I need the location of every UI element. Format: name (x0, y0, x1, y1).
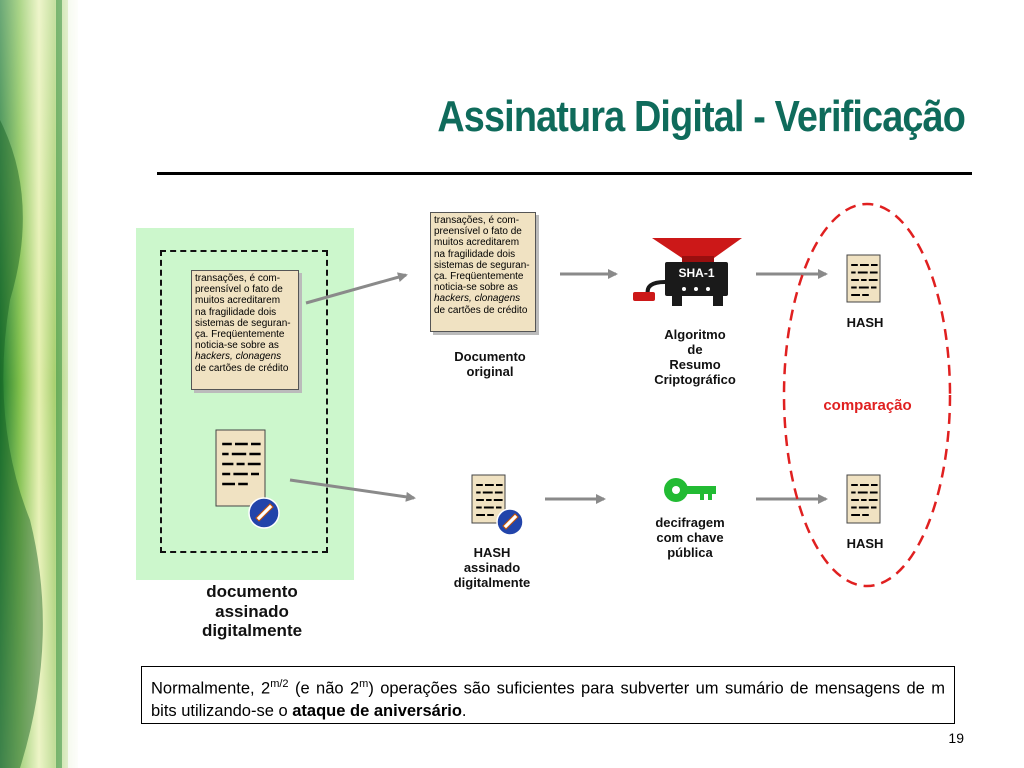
doc-line: preensível o fato de (434, 226, 522, 238)
decrypt-label-line: decifragem (655, 515, 725, 530)
signed-hash-label-line: digitalmente (453, 574, 531, 590)
note-superscript: m/2 (270, 678, 289, 690)
hash-bottom-label: HASH (846, 536, 884, 551)
algorithm-label-line: Resumo (669, 356, 721, 372)
doc-line: hackers, clonagens (195, 351, 282, 363)
hash-icon-bottom (846, 474, 881, 524)
algorithm-label: Algoritmo de Resumo Criptográfico (630, 327, 760, 388)
note-text: . (461, 701, 467, 720)
hash-machine-icon (633, 238, 742, 306)
signed-hash-label: HASH assinado digitalmente (436, 545, 548, 591)
doc-line: de cartões de crédito (434, 304, 528, 316)
doc-line: sistemas de seguran- (434, 259, 530, 271)
doc-line: transações, é com- (434, 215, 520, 226)
signed-document-text: transações, é com- preensível o fato de … (191, 270, 299, 390)
doc-line: ça. Freqüentemente (434, 271, 524, 283)
birthday-attack-note: Normalmente, 2m/2 (e não 2m) operações s… (141, 666, 955, 724)
comparison-label: comparação (823, 397, 912, 414)
arrow-to-signed-hash (289, 478, 416, 502)
note-bold-term: ataque de aniversário (292, 701, 462, 720)
doc-line: noticia-se sobre as (434, 282, 518, 294)
note-superscript: m (359, 678, 369, 690)
doc-line: sistemas de seguran- (195, 317, 291, 329)
note-text: (e não 2 (288, 679, 360, 698)
page-number: 19 (948, 730, 964, 746)
doc-line: preensível o fato de (195, 284, 283, 296)
hash-top-label: HASH (846, 315, 884, 330)
signed-document-label-line: documento (206, 582, 298, 601)
hash-icon-top (846, 254, 881, 303)
sha-label: SHA-1 (678, 266, 715, 280)
decrypt-label-line: com chave (656, 529, 724, 545)
doc-line: muitos acreditarem (434, 237, 520, 249)
doc-line: de cartões de crédito (195, 362, 289, 374)
note-text: ) operações são suficientes para subvert… (151, 679, 945, 720)
title-divider (157, 172, 972, 175)
signed-hash-icon-panel (215, 429, 280, 529)
doc-line: hackers, clonagens (434, 293, 521, 305)
original-document-label-line: original (466, 363, 514, 379)
original-document-label: Documento original (430, 349, 550, 380)
note-text: Normalmente, 2 (151, 679, 271, 698)
signed-document-label: documento assinado digitalmente (172, 582, 332, 641)
original-document-text: transações, é com- preensível o fato de … (430, 212, 536, 332)
signed-document-dashed-frame (160, 250, 328, 553)
doc-line: ça. Freqüentemente (195, 329, 285, 341)
doc-line: noticia-se sobre as (195, 340, 279, 352)
doc-line: na fragilidade dois (434, 248, 516, 260)
signed-document-label-line: assinado (215, 601, 289, 621)
key-icon (664, 478, 716, 502)
slide-title: Assinatura Digital - Verificação (437, 92, 966, 141)
decrypt-label-line: pública (667, 544, 713, 560)
decorative-left-bar (0, 0, 78, 768)
arrow-to-original (305, 272, 408, 305)
decrypt-label: decifragem com chave pública (635, 515, 745, 561)
comparison-ellipse (782, 202, 952, 588)
signed-hash-icon (471, 474, 524, 536)
algorithm-label-line: Algoritmo (664, 327, 726, 342)
doc-line: transações, é com- (195, 273, 281, 284)
signed-document-label-line: digitalmente (201, 621, 303, 641)
original-document-label-line: Documento (454, 349, 526, 364)
algorithm-label-line: Criptográfico (654, 371, 736, 387)
doc-line: muitos acreditarem (195, 295, 281, 307)
signed-hash-label-line: assinado (463, 559, 521, 575)
doc-line: na fragilidade dois (195, 306, 277, 318)
algorithm-label-line: de (687, 341, 703, 357)
signed-hash-label-line: HASH (473, 545, 511, 560)
